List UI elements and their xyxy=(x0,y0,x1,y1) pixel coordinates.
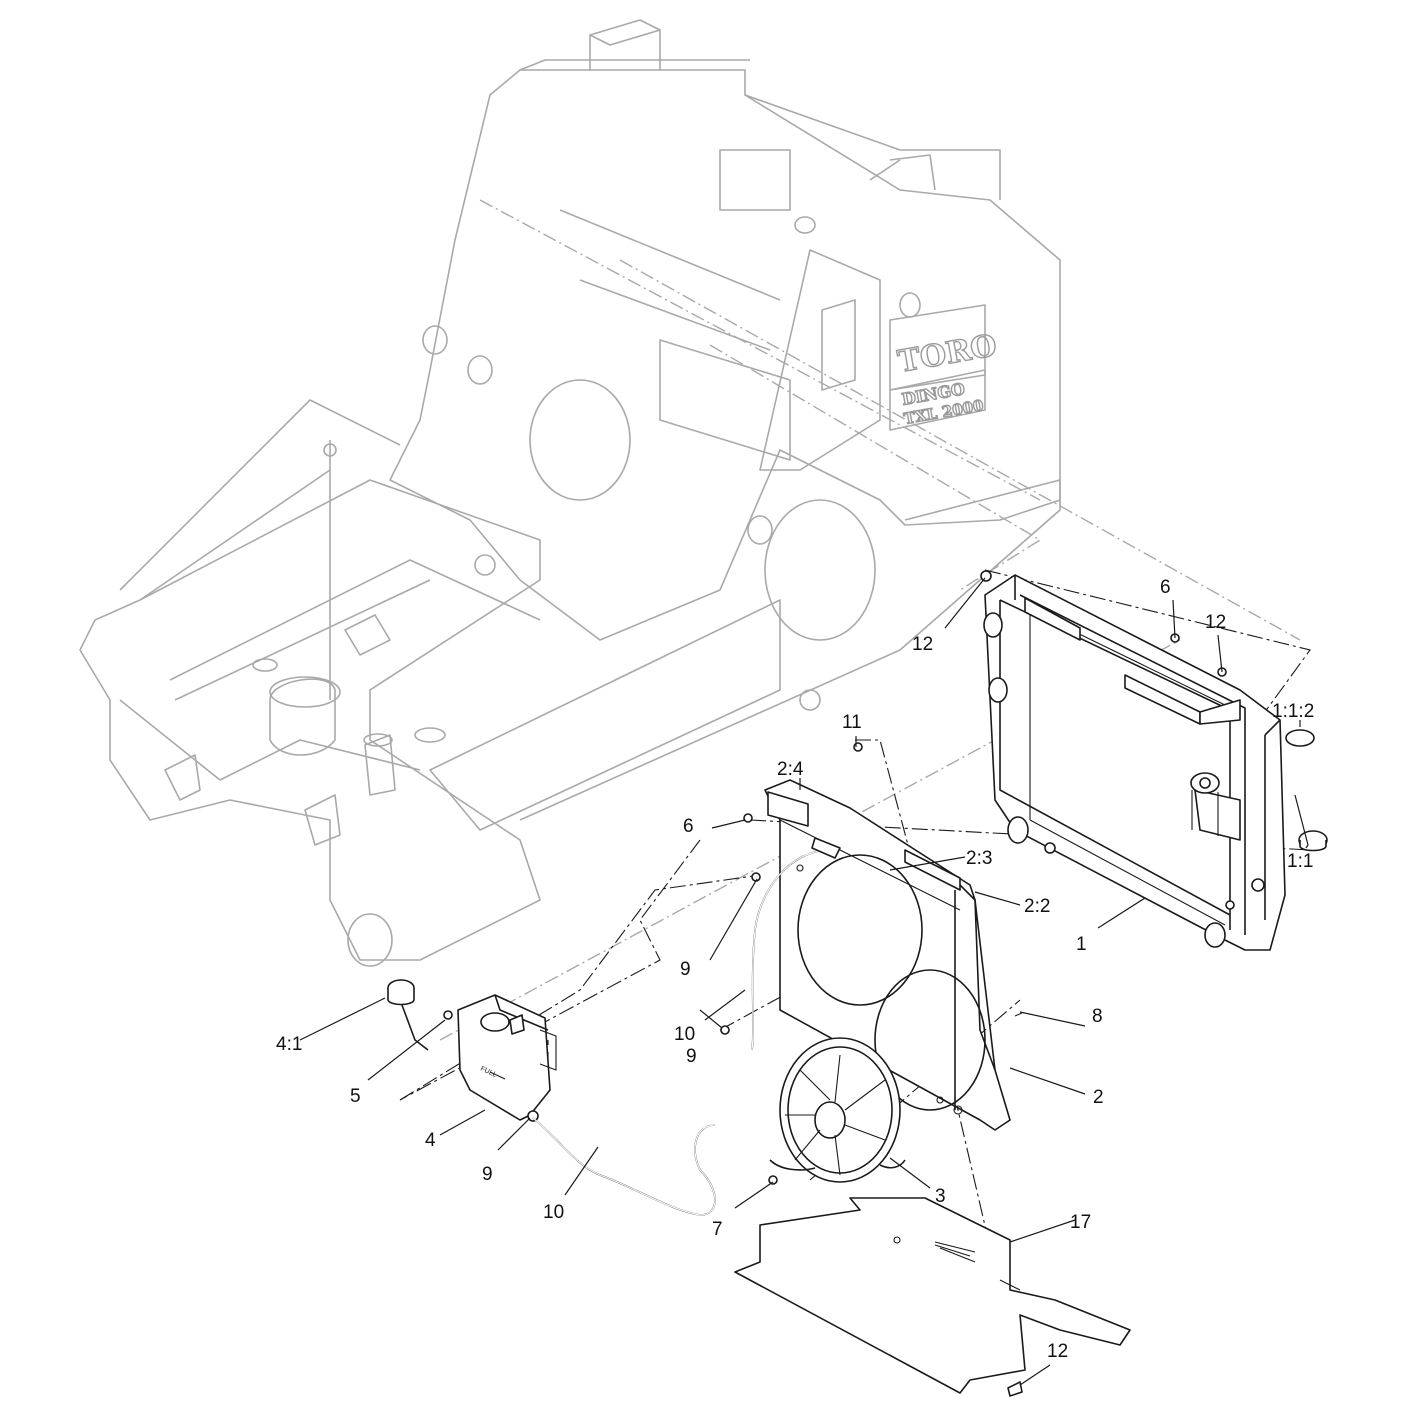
callout-9-upper: 9 xyxy=(680,959,691,980)
screw-8 xyxy=(1014,1012,1023,1017)
callout-9-mid: 9 xyxy=(686,1046,697,1067)
clamp-9-b xyxy=(720,1025,730,1035)
callout-1-1-2: 1:1:2 xyxy=(1272,701,1314,722)
bolt-12-c xyxy=(1007,1381,1023,1397)
callout-10-upper: 10 xyxy=(674,1024,695,1045)
callout-10-lower: 10 xyxy=(543,1202,564,1223)
bolt-12-a xyxy=(980,570,992,582)
callout-6-shroud: 6 xyxy=(683,816,694,837)
toro-logo: TORO xyxy=(895,328,999,380)
machine-frame-ghost: TORO DINGO TXL 2000 xyxy=(79,19,1301,1041)
callout-7: 7 xyxy=(712,1219,723,1240)
callout-2-3: 2:3 xyxy=(966,848,992,869)
callout-8: 8 xyxy=(1092,1006,1103,1027)
callout-2-4: 2:4 xyxy=(777,759,804,780)
callout-12-radiator: 12 xyxy=(1205,612,1226,633)
tank-cap xyxy=(387,979,429,1051)
hose-upper xyxy=(751,837,841,1051)
callout-labels: 12 6 12 1:1:2 1:1 1 11 2:4 6 2:3 2:2 9 8… xyxy=(276,577,1314,1362)
leader-lines xyxy=(299,577,1309,1386)
fan-shroud xyxy=(764,779,1011,1131)
coolant-overflow-tank: FULL xyxy=(443,994,557,1122)
callout-6-radiator: 6 xyxy=(1160,577,1171,598)
callout-17: 17 xyxy=(1070,1212,1091,1233)
hose-lower xyxy=(532,1117,716,1216)
bottom-access-panel xyxy=(734,1197,1131,1394)
callout-4-1: 4:1 xyxy=(276,1034,302,1055)
callout-3: 3 xyxy=(935,1186,946,1207)
callout-9-tank: 9 xyxy=(482,1164,493,1185)
callout-12-bottom: 12 xyxy=(1047,1341,1068,1362)
callout-11: 11 xyxy=(842,712,862,733)
callout-12-top: 12 xyxy=(912,634,933,655)
callout-1: 1 xyxy=(1076,934,1087,955)
callout-2: 2 xyxy=(1093,1087,1104,1108)
nut-6-a xyxy=(743,813,753,823)
cooling-fan xyxy=(769,1037,906,1183)
radiator xyxy=(983,574,1286,951)
callout-5: 5 xyxy=(350,1086,361,1107)
callout-2-2: 2:2 xyxy=(1024,896,1050,917)
radiator-cap xyxy=(1298,830,1328,852)
bolt-11 xyxy=(853,742,863,752)
callout-1-1: 1:1 xyxy=(1287,851,1313,872)
cap-seal xyxy=(1285,729,1315,747)
callout-4: 4 xyxy=(425,1130,436,1151)
nut-7 xyxy=(768,1175,778,1185)
